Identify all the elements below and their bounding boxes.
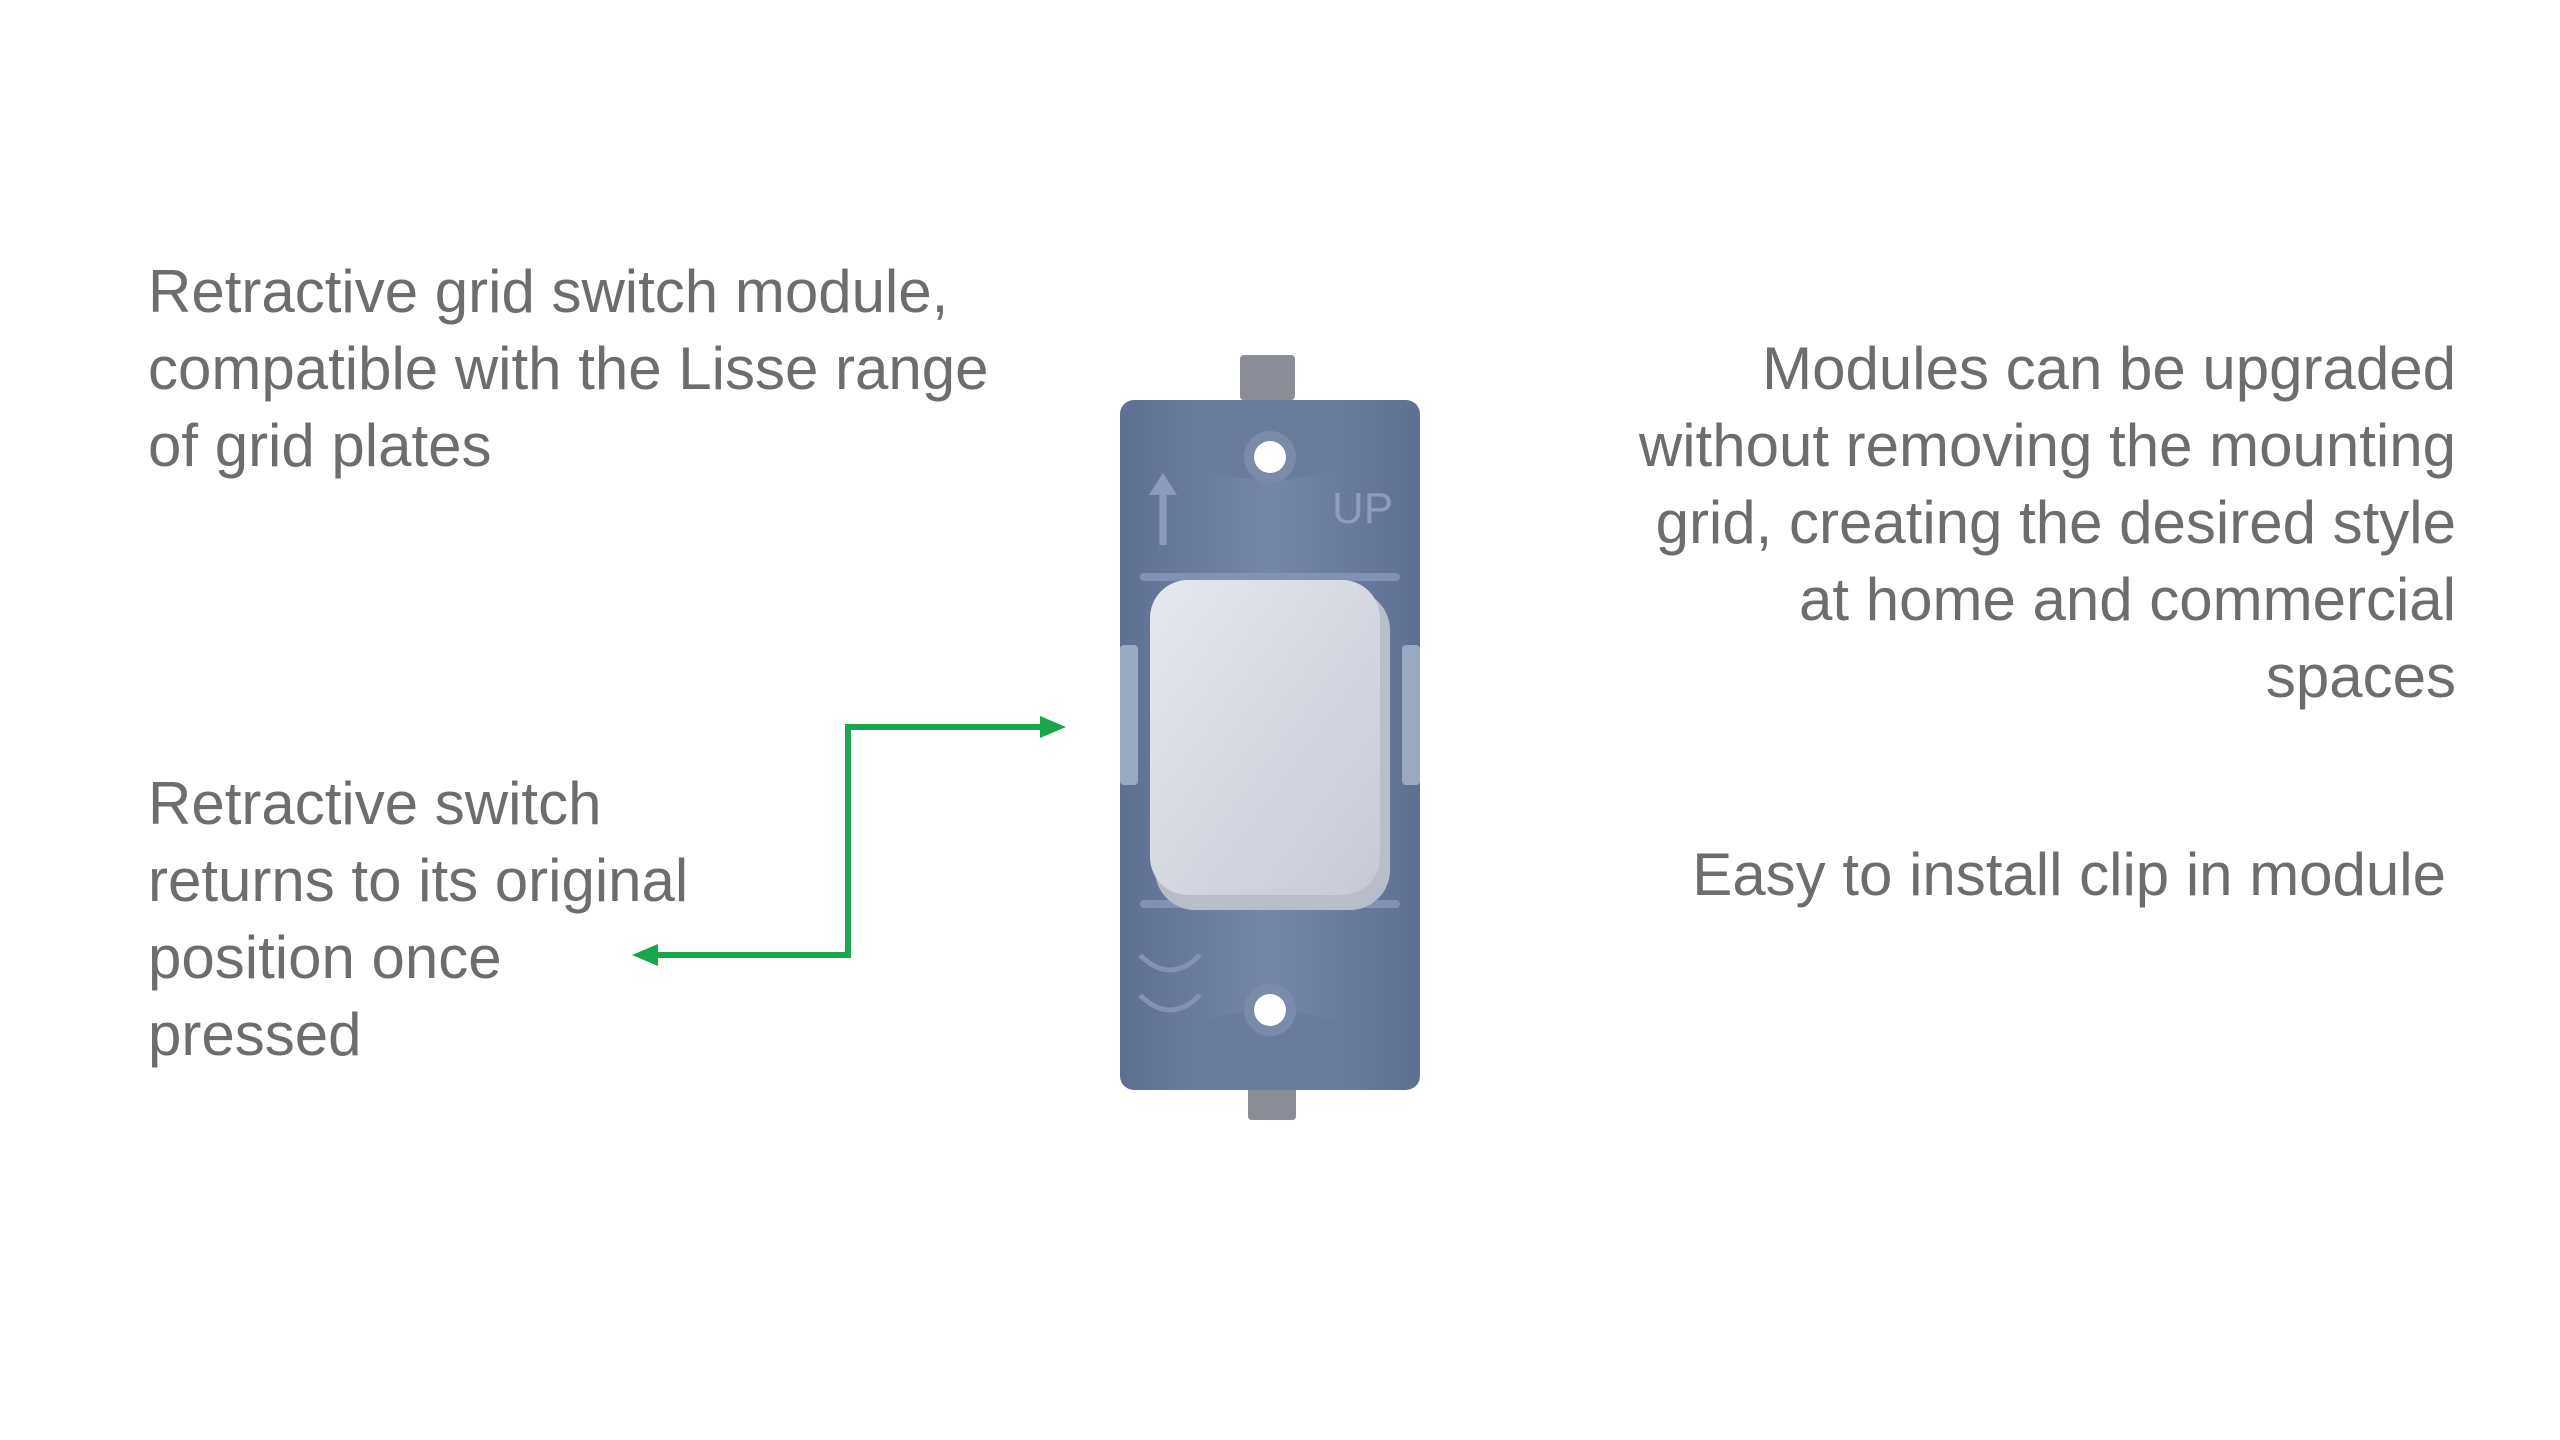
caption-line: pressed (148, 1001, 362, 1068)
switch-module-image: UP (1120, 355, 1420, 1120)
caption-line: Retractive grid switch module, (148, 258, 949, 325)
caption-line: compatible with the Lisse range (148, 335, 989, 402)
side-tab-right (1402, 645, 1420, 785)
caption-line: Retractive switch (148, 770, 602, 837)
caption-line: position once (148, 924, 502, 991)
caption-install: Easy to install clip in module (1692, 836, 2446, 913)
caption-line: at home and commercial (1799, 566, 2456, 633)
top-clip (1240, 355, 1295, 400)
side-tab-left (1120, 645, 1138, 785)
caption-retractive: Retractive switch returns to its origina… (148, 765, 688, 1073)
caption-line: Modules can be upgraded (1762, 335, 2456, 402)
rocker-button (1150, 580, 1380, 895)
arrow-line (655, 724, 1045, 958)
caption-line: grid, creating the desired style (1655, 489, 2456, 556)
up-arrow-icon (1149, 473, 1177, 545)
caption-line: Easy to install clip in module (1692, 841, 2446, 908)
screw-hole-bottom (1254, 994, 1286, 1026)
caption-line: of grid plates (148, 412, 492, 479)
arrow-head-right (1040, 716, 1066, 738)
bottom-emblem-2 (1138, 993, 1202, 1013)
caption-compatibility: Retractive grid switch module, compatibl… (148, 253, 988, 484)
bottom-emblem (1138, 953, 1202, 973)
up-marking: UP (1332, 484, 1393, 533)
caption-line: spaces (2265, 643, 2456, 710)
screw-hole-top (1254, 441, 1286, 473)
frame-recess-bottom (1195, 1010, 1345, 1090)
caption-line: returns to its original (148, 847, 689, 914)
ridge-top (1140, 573, 1400, 581)
caption-upgrade: Modules can be upgraded without removing… (1639, 330, 2456, 715)
caption-line: without removing the mounting (1638, 412, 2456, 479)
